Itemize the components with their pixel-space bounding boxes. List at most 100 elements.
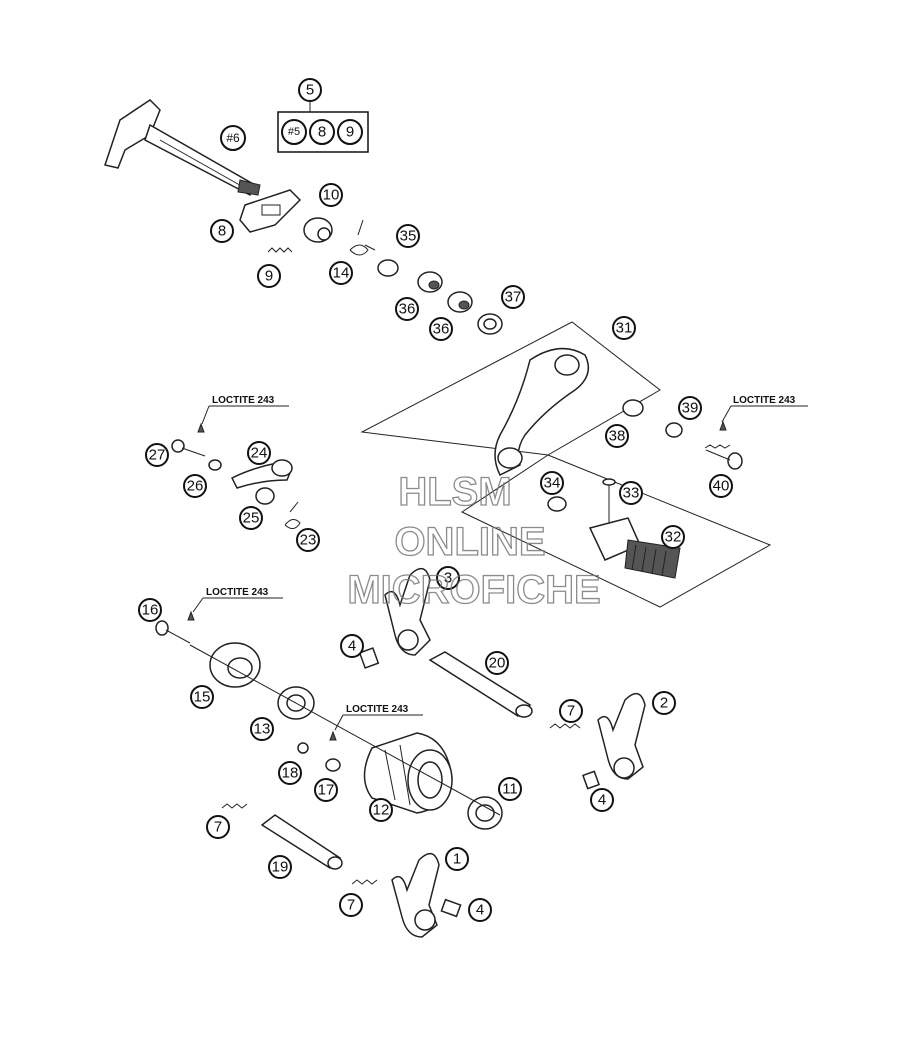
- callout-34: 34: [540, 471, 564, 495]
- callout-36a: 36: [395, 297, 419, 321]
- svg-text:4: 4: [598, 792, 606, 809]
- shift-shaft: [104, 99, 261, 197]
- shift-lever-frame: [360, 321, 772, 608]
- svg-text:9: 9: [346, 124, 354, 141]
- svg-text:40: 40: [713, 478, 730, 495]
- callout-9: 9: [257, 264, 281, 288]
- svg-text:15: 15: [194, 689, 211, 706]
- svg-text:19: 19: [272, 859, 289, 876]
- rail-20: [428, 651, 533, 718]
- callout-35: 35: [396, 224, 420, 248]
- svg-text:4: 4: [348, 638, 356, 655]
- svg-text:3: 3: [444, 570, 452, 587]
- drum-axis-line: [189, 644, 501, 816]
- callout-13: 13: [250, 717, 274, 741]
- return-spring-14: [349, 219, 376, 256]
- callout-26: 26: [183, 474, 207, 498]
- svg-text:7: 7: [214, 819, 222, 836]
- pin-4a: [358, 647, 380, 669]
- callout-38: 38: [605, 424, 629, 448]
- washer-39: [665, 422, 683, 438]
- shift-lever: [494, 347, 590, 477]
- washer-38: [622, 399, 644, 417]
- callout-10: 10: [319, 183, 343, 207]
- callout-36b: 36: [429, 317, 453, 341]
- pin-17: [325, 758, 341, 772]
- svg-text:9: 9: [265, 268, 273, 285]
- svg-text:20: 20: [489, 655, 506, 672]
- callout-24: 24: [247, 441, 271, 465]
- spring-7b: [221, 803, 248, 809]
- callout-7b: 7: [206, 815, 230, 839]
- svg-text:#6: #6: [226, 131, 240, 145]
- callout-4b: 4: [590, 788, 614, 812]
- callout-5: 5: [298, 78, 322, 102]
- pin-33: [602, 478, 616, 528]
- roller-25: [255, 487, 275, 505]
- shift-fork-2: [597, 692, 646, 780]
- bolt-27: [171, 439, 206, 457]
- callout-7a: 7: [559, 699, 583, 723]
- callout-33: 33: [619, 481, 643, 505]
- callout-40: 40: [709, 474, 733, 498]
- kit-callout-5: #5: [281, 119, 307, 145]
- svg-text:8: 8: [318, 124, 326, 141]
- svg-text:32: 32: [665, 529, 682, 546]
- callout-12: 12: [369, 798, 393, 822]
- svg-text:24: 24: [251, 445, 268, 462]
- callout-25: 25: [239, 506, 263, 530]
- svg-text:11: 11: [502, 781, 518, 798]
- callout-32: 32: [661, 525, 685, 549]
- callout-2: 2: [652, 691, 676, 715]
- svg-text:5: 5: [306, 82, 314, 99]
- shift-plate: [239, 189, 302, 233]
- callout-19: 19: [268, 855, 292, 879]
- callout-11: 11: [498, 777, 522, 801]
- spring-7c: [351, 879, 378, 885]
- svg-text:37: 37: [505, 289, 522, 306]
- callout-4a: 4: [340, 634, 364, 658]
- bearing-36a: [417, 271, 443, 293]
- svg-text:25: 25: [243, 510, 260, 527]
- loctite-drop-40: [719, 420, 727, 431]
- kit-callout-9: 9: [337, 119, 363, 145]
- callout-8: 8: [210, 219, 234, 243]
- loctite-drop-27: [197, 422, 205, 433]
- callout-23: 23: [296, 528, 320, 552]
- loctite-callout-40: [721, 405, 808, 423]
- bearing-36b: [447, 291, 473, 313]
- svg-text:26: 26: [187, 478, 204, 495]
- loctite-label-16: LOCTITE 243: [206, 587, 269, 598]
- roller: [303, 217, 333, 243]
- loctite-callout-18: [334, 714, 423, 731]
- pin-4b: [582, 770, 600, 790]
- washer-11: [467, 796, 503, 830]
- svg-text:14: 14: [333, 265, 350, 282]
- svg-text:39: 39: [682, 400, 699, 417]
- loctite-label-40: LOCTITE 243: [733, 395, 796, 406]
- callout-27: 27: [145, 443, 169, 467]
- svg-text:2: 2: [660, 695, 668, 712]
- svg-text:36: 36: [433, 321, 450, 338]
- svg-text:17: 17: [318, 782, 335, 799]
- loctite-label-27: LOCTITE 243: [212, 395, 275, 406]
- kit-callout-8: 8: [309, 119, 335, 145]
- svg-text:16: 16: [142, 602, 159, 619]
- washer-26: [208, 459, 222, 471]
- spring-9: [267, 247, 293, 253]
- svg-text:27: 27: [149, 447, 166, 464]
- svg-text:7: 7: [347, 897, 355, 914]
- svg-text:7: 7: [567, 703, 575, 720]
- callout-18: 18: [278, 761, 302, 785]
- svg-text:12: 12: [373, 802, 390, 819]
- shift-drum-locating-15: [209, 642, 261, 688]
- watermark-line1: HLSM: [398, 470, 511, 514]
- seal-37: [477, 313, 503, 335]
- watermark-line3: MICROFICHE: [347, 568, 600, 612]
- callout-17: 17: [314, 778, 338, 802]
- svg-text:33: 33: [623, 485, 640, 502]
- svg-text:1: 1: [453, 851, 461, 868]
- screw-18: [297, 742, 309, 754]
- loctite-drop-18: [329, 730, 337, 741]
- svg-text:4: 4: [476, 902, 484, 919]
